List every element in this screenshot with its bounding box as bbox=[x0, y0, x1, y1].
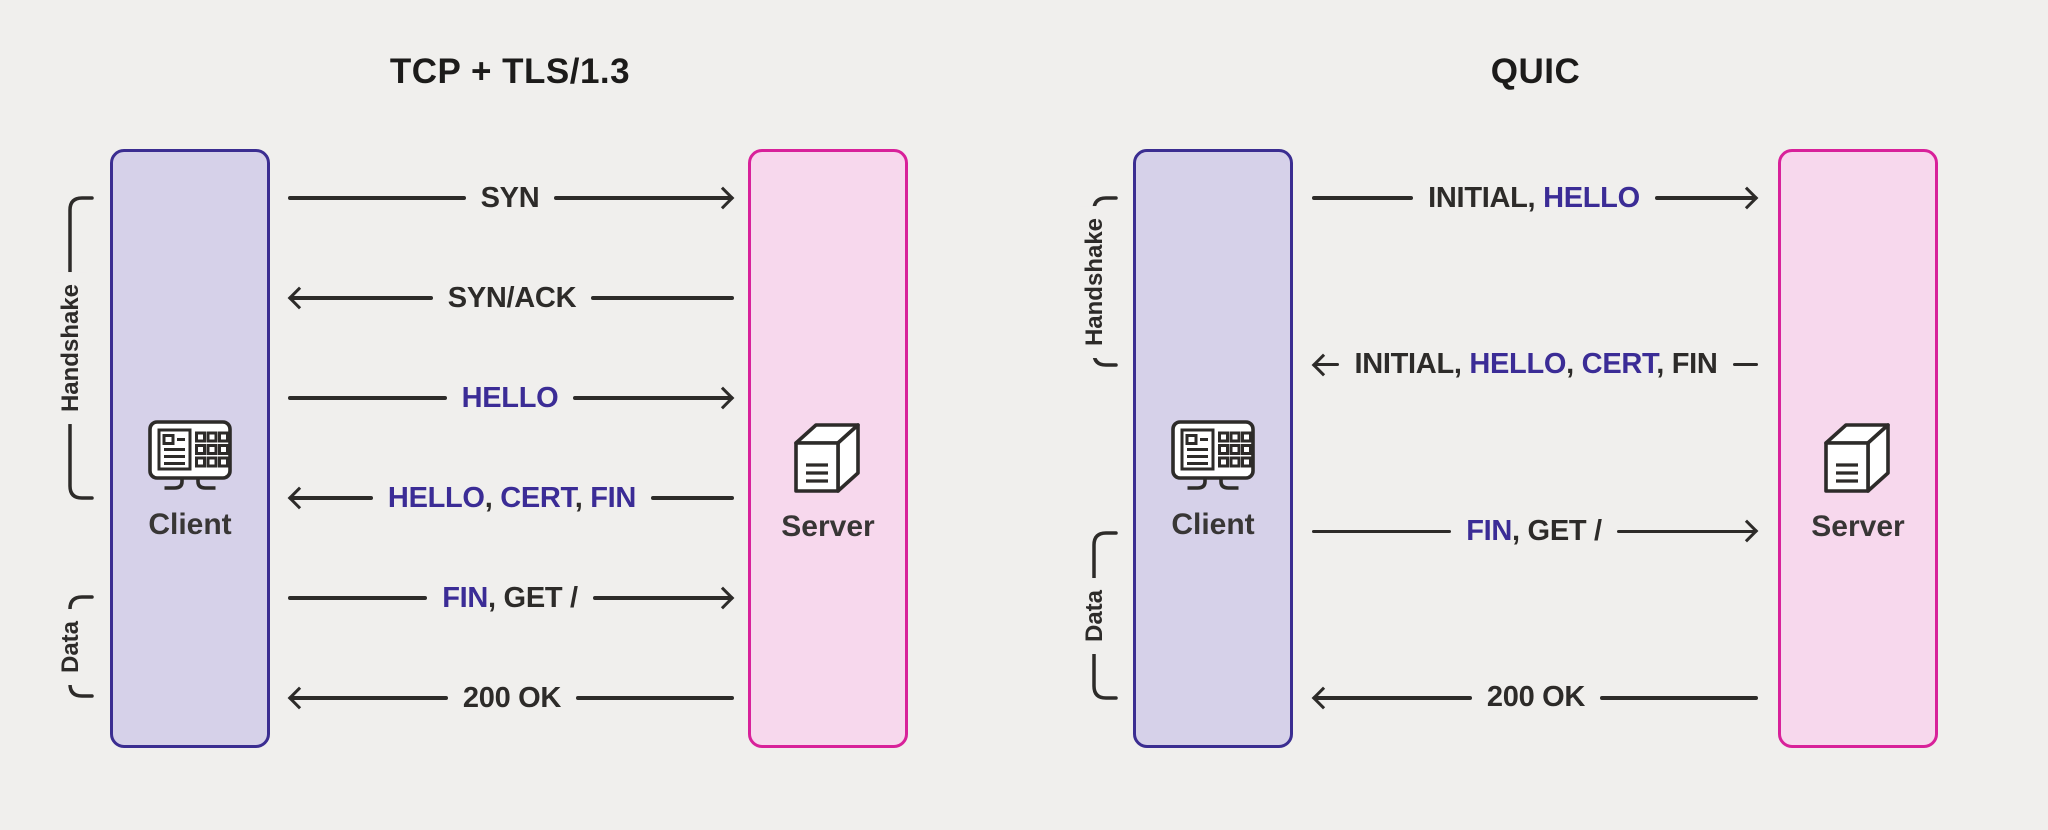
message-label: INITIAL, HELLO, CERT, FIN bbox=[1339, 348, 1732, 381]
message-segment: FIN bbox=[590, 481, 637, 514]
arrow-line bbox=[576, 696, 734, 700]
diagram-title-quic: QUIC bbox=[1490, 52, 1581, 91]
arrow-line bbox=[1312, 196, 1414, 200]
server-box: Server bbox=[1778, 149, 1938, 748]
message-segment: HELLO bbox=[1469, 348, 1567, 381]
arrowhead-icon bbox=[1311, 686, 1335, 710]
message-segment: 200 OK bbox=[1486, 681, 1586, 714]
message-arrow-right: HELLO bbox=[288, 376, 735, 420]
arrowhead-icon bbox=[711, 386, 735, 410]
message-arrow-left: HELLO, CERT, FIN bbox=[287, 476, 735, 520]
handshake-bracket-label: Handshake bbox=[1079, 205, 1111, 359]
browser-monitor-icon bbox=[148, 419, 232, 496]
message-arrow-left: 200 OK bbox=[287, 676, 734, 720]
client-box: Client bbox=[1133, 149, 1293, 748]
arrow-line bbox=[290, 296, 433, 300]
arrow-line bbox=[1314, 362, 1340, 367]
message-label: FIN, GET / bbox=[1451, 515, 1617, 548]
arrow-line bbox=[1600, 696, 1758, 700]
message-label: 200 OK bbox=[1472, 681, 1600, 714]
arrow-line bbox=[554, 196, 733, 200]
arrowhead-icon bbox=[711, 186, 735, 210]
arrow-line bbox=[1616, 529, 1757, 534]
message-arrow-right: FIN, GET / bbox=[288, 576, 735, 620]
data-bracket-label: Data bbox=[55, 608, 87, 686]
message-segment: FIN bbox=[1466, 514, 1513, 547]
server-box-icon bbox=[1819, 418, 1897, 498]
arrowhead-icon bbox=[287, 686, 311, 710]
message-segment: , bbox=[484, 481, 501, 514]
arrowhead-icon bbox=[287, 286, 311, 310]
client-label: Client bbox=[148, 507, 232, 541]
arrowhead-icon bbox=[287, 486, 311, 510]
client-label: Client bbox=[1171, 507, 1255, 541]
message-arrow-left: SYN/ACK bbox=[287, 276, 735, 320]
message-arrow-left: INITIAL, HELLO, CERT, FIN bbox=[1311, 343, 1759, 387]
server-box: Server bbox=[748, 149, 908, 748]
arrowhead-icon bbox=[711, 586, 735, 610]
message-segment: INITIAL, bbox=[1354, 348, 1470, 381]
arrowhead-icon bbox=[1311, 353, 1335, 376]
server-box-icon bbox=[789, 418, 867, 498]
message-segment: HELLO bbox=[387, 481, 485, 514]
message-arrow-right: INITIAL, HELLO bbox=[1312, 176, 1759, 220]
message-label: FIN, GET / bbox=[427, 582, 593, 615]
message-segment: , bbox=[574, 481, 591, 514]
arrow-line bbox=[573, 396, 732, 400]
arrow-line bbox=[288, 196, 466, 200]
message-segment: SYN bbox=[480, 181, 540, 214]
arrow-line bbox=[1312, 529, 1452, 534]
server-box-content: Server bbox=[781, 418, 875, 544]
arrow-line bbox=[290, 496, 373, 500]
client-box-content: Client bbox=[1171, 419, 1255, 542]
message-segment: HELLO bbox=[461, 381, 559, 414]
arrow-line bbox=[651, 496, 735, 500]
message-label: HELLO bbox=[447, 382, 574, 415]
arrow-line bbox=[591, 296, 735, 300]
message-segment: , bbox=[1566, 348, 1582, 381]
client-box: Client bbox=[110, 149, 270, 748]
message-label: SYN bbox=[466, 182, 555, 215]
message-segment: CERT bbox=[500, 481, 575, 514]
browser-monitor-icon bbox=[1171, 419, 1255, 496]
message-arrow-right: FIN, GET / bbox=[1312, 509, 1759, 553]
message-arrow-right: SYN bbox=[288, 176, 735, 220]
message-label: HELLO, CERT, FIN bbox=[373, 482, 651, 515]
arrowhead-icon bbox=[1735, 519, 1759, 543]
arrow-line bbox=[290, 696, 448, 700]
handshake-bracket-label: Handshake bbox=[55, 271, 87, 425]
arrowhead-icon bbox=[1735, 186, 1759, 210]
server-box-content: Server bbox=[1811, 418, 1905, 544]
message-label: SYN/ACK bbox=[433, 282, 591, 315]
server-label: Server bbox=[1811, 509, 1905, 543]
client-box-content: Client bbox=[148, 419, 232, 542]
arrow-line bbox=[1732, 362, 1759, 367]
message-label: INITIAL, HELLO bbox=[1413, 182, 1655, 215]
arrow-line bbox=[592, 596, 733, 600]
server-label: Server bbox=[781, 509, 875, 543]
diagram-title-tcp-tls: TCP + TLS/1.3 bbox=[389, 52, 631, 91]
arrow-line bbox=[1654, 196, 1756, 200]
message-segment: , FIN bbox=[1656, 348, 1718, 381]
message-segment: , GET / bbox=[1512, 514, 1602, 547]
message-segment: SYN/ACK bbox=[447, 281, 577, 314]
message-arrow-left: 200 OK bbox=[1311, 676, 1758, 720]
message-segment: HELLO bbox=[1543, 181, 1640, 214]
data-bracket-label: Data bbox=[1079, 577, 1111, 655]
arrow-line bbox=[1314, 696, 1472, 700]
arrow-line bbox=[288, 396, 447, 400]
arrow-line bbox=[288, 596, 428, 600]
message-segment: FIN bbox=[442, 581, 489, 614]
message-segment: , GET / bbox=[488, 581, 578, 614]
message-segment: 200 OK bbox=[462, 681, 562, 714]
message-segment: CERT bbox=[1581, 348, 1657, 381]
message-label: 200 OK bbox=[448, 682, 576, 715]
message-segment: INITIAL, bbox=[1428, 181, 1544, 214]
